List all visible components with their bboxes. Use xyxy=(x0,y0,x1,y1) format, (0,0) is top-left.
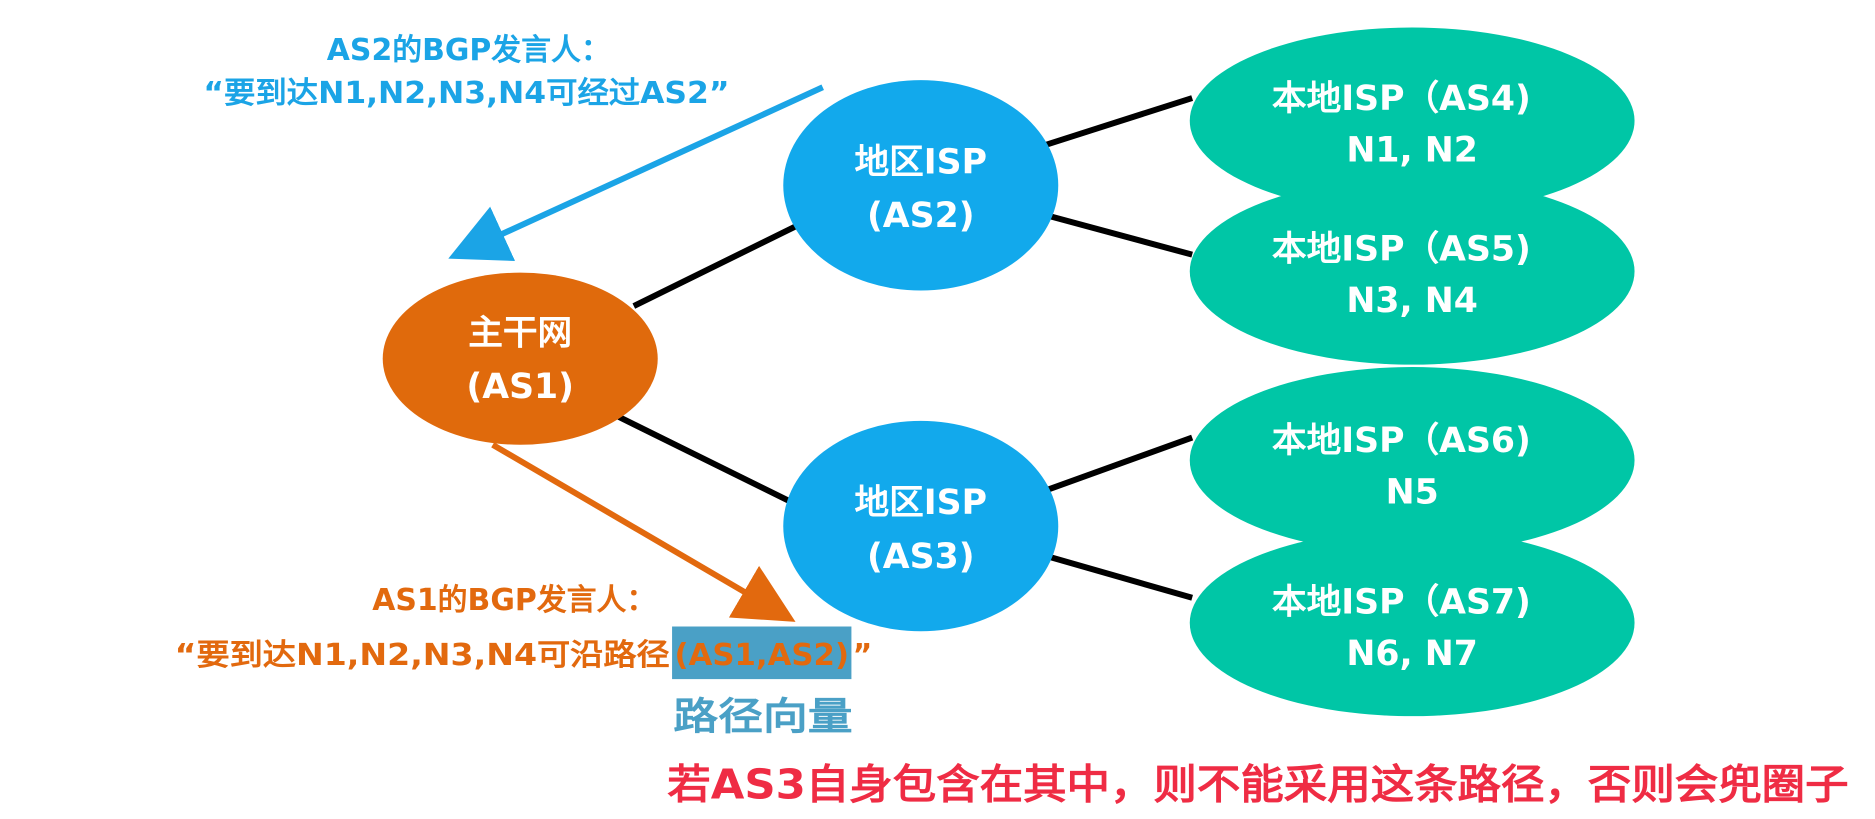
as1-speaker-path: (AS1,AS2) xyxy=(674,638,849,673)
as1-speaker-message-end: ” xyxy=(853,638,873,673)
node-as6-local-isp: 本地ISP（AS6) N5 xyxy=(1189,367,1635,554)
as1-speaker-message: “要到达N1,N2,N3,N4可沿路径 xyxy=(175,638,670,673)
node-label: 本地ISP（AS7) xyxy=(1272,582,1531,622)
link-as2-as4 xyxy=(1045,95,1194,148)
link-as3-as6 xyxy=(1045,434,1194,494)
node-sublabel: N3, N4 xyxy=(1346,281,1477,321)
node-label: 地区ISP xyxy=(854,142,987,182)
loop-warning: 若AS3自身包含在其中，则不能采用这条路径，否则会兜圈子 xyxy=(667,761,1848,809)
path-highlight xyxy=(672,626,852,680)
node-label: 本地ISP（AS6) xyxy=(1272,421,1531,461)
node-as1-backbone: 主干网 (AS1) xyxy=(382,272,658,445)
node-as5-local-isp: 本地ISP（AS5) N3, N4 xyxy=(1189,178,1635,365)
node-label: 主干网 xyxy=(468,313,572,353)
node-as4-local-isp: 本地ISP（AS4) N1, N2 xyxy=(1189,27,1635,215)
as2-announcement-arrow xyxy=(448,84,824,261)
as2-speaker-message: “要到达N1,N2,N3,N4可经过AS2” xyxy=(203,76,729,111)
node-label: 本地ISP（AS4) xyxy=(1272,79,1531,119)
node-as7-local-isp: 本地ISP（AS7) N6, N7 xyxy=(1189,529,1635,717)
node-sublabel: (AS1) xyxy=(466,367,574,407)
node-as2-regional-isp: 地区ISP (AS2) xyxy=(783,80,1059,291)
node-sublabel: N1, N2 xyxy=(1346,130,1477,170)
as2-speaker-title: AS2的BGP发言人： xyxy=(327,33,611,68)
node-sublabel: N6, N7 xyxy=(1346,634,1477,674)
node-sublabel: (AS3) xyxy=(867,537,975,577)
node-sublabel: (AS2) xyxy=(867,196,975,236)
node-sublabel: N5 xyxy=(1386,472,1439,512)
node-as3-regional-isp: 地区ISP (AS3) xyxy=(783,420,1059,632)
path-vector-label: 路径向量 xyxy=(673,694,852,739)
link-as3-as7 xyxy=(1045,553,1193,601)
link-as1-as2 xyxy=(632,222,801,309)
link-as2-as5 xyxy=(1045,212,1193,258)
node-label: 本地ISP（AS5) xyxy=(1272,230,1531,270)
link-as1-as3 xyxy=(608,409,793,505)
as1-announcement-arrow xyxy=(491,442,796,622)
node-label: 地区ISP xyxy=(854,483,987,523)
as1-speaker-title: AS1的BGP发言人： xyxy=(372,583,656,618)
